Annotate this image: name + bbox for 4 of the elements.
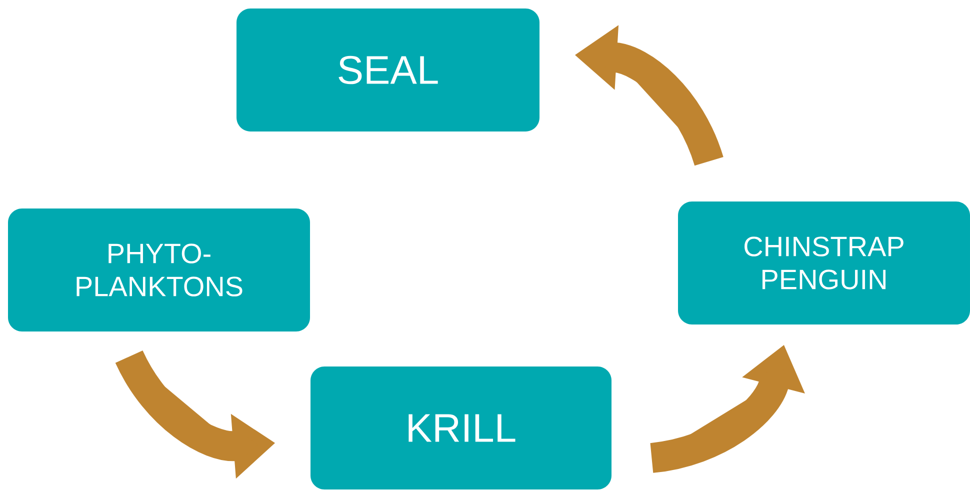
process-box: PHYTO- PLANKTONS — [8, 208, 310, 332]
process-box: KRILL — [310, 366, 612, 490]
process-box: SEAL — [236, 8, 540, 132]
process-box: CHINSTRAP PENGUIN — [678, 202, 970, 324]
